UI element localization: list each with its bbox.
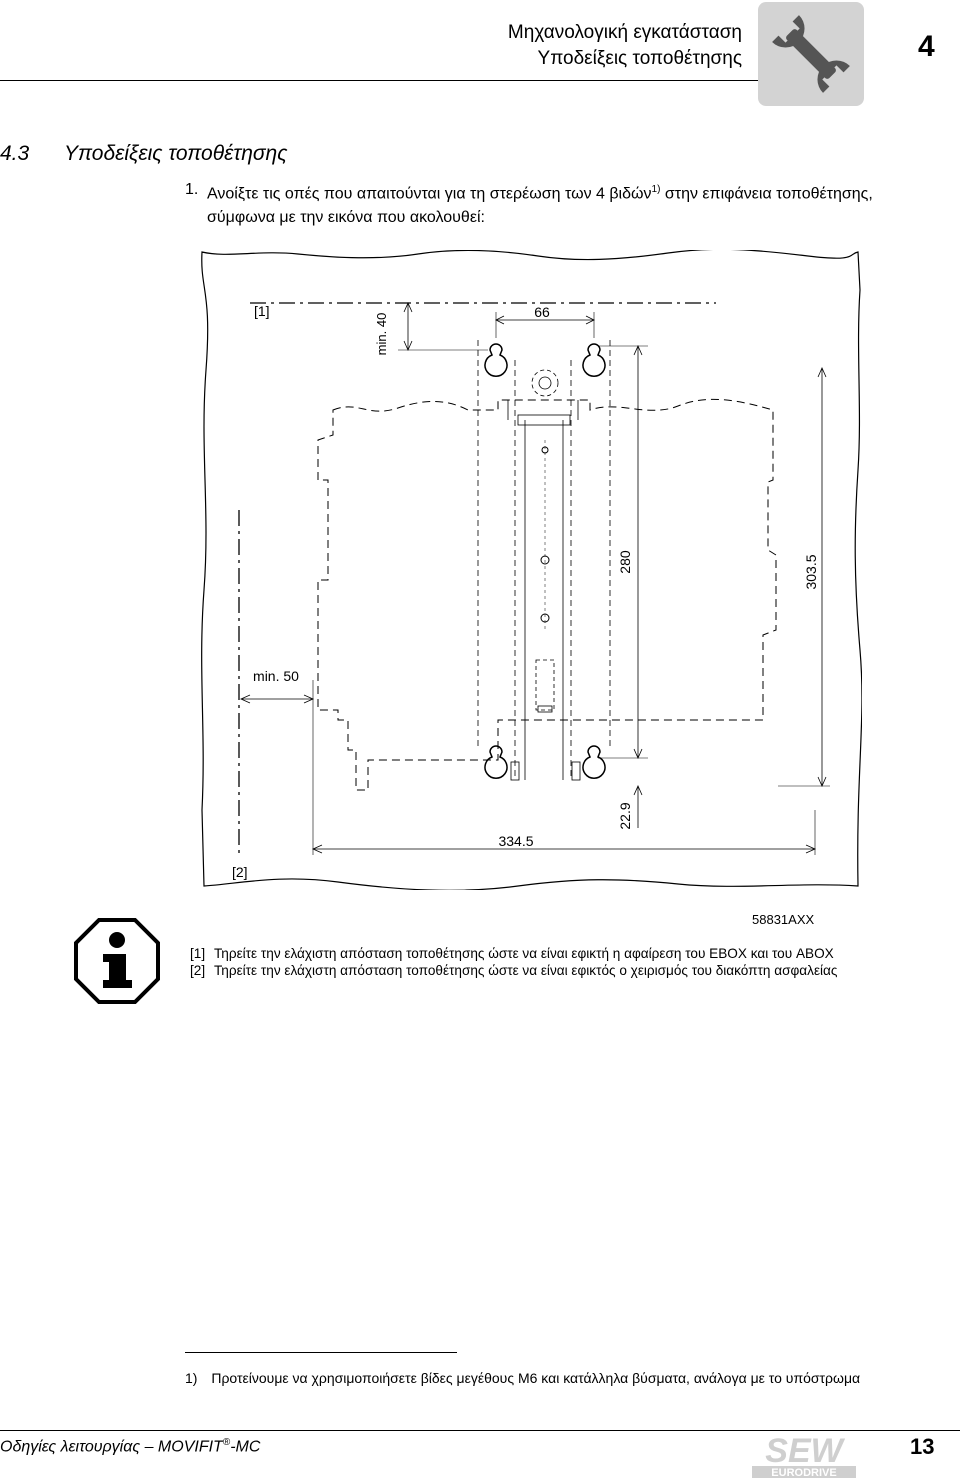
- dim-303-5: 303.5: [803, 554, 819, 589]
- mounting-diagram: min. 40 66 280 303.5 min. 50 334.5 22.9 …: [201, 250, 862, 890]
- footnote-ref[interactable]: 1): [651, 184, 661, 195]
- note-item: [2] Τηρείτε την ελάχιστη απόσταση τοποθέτ…: [190, 963, 837, 978]
- document-title: Οδηγίες λειτουργίας – MOVIFIT®-MC: [0, 1437, 260, 1456]
- svg-text:SEW: SEW: [765, 1432, 845, 1470]
- footer-rule: [0, 1430, 960, 1431]
- section-heading: 4.3 Υποδείξεις τοποθέτησης: [0, 142, 287, 166]
- doc-title-text: Οδηγίες λειτουργίας – MOVIFIT: [0, 1438, 223, 1456]
- note-text: Τηρείτε την ελάχιστη απόσταση τοποθέτηση…: [214, 963, 838, 978]
- registered-mark: ®: [222, 1437, 231, 1448]
- step-text-cont: στην επιφάνεια τοποθέτησης, σύμφωνα με τ…: [207, 185, 873, 227]
- dim-22-9: 22.9: [617, 802, 633, 829]
- page-number: 13: [910, 1434, 935, 1459]
- dim-280: 280: [617, 550, 633, 574]
- svg-text:EURODRIVE: EURODRIVE: [771, 1467, 836, 1479]
- step-text: Ανοίξτε τις οπές που απαιτούνται για τη …: [207, 185, 652, 203]
- footnote-marker: 1): [185, 1370, 198, 1386]
- section-title: Υποδείξεις τοποθέτησης: [64, 142, 288, 165]
- doc-title-suffix: -MC: [230, 1438, 261, 1456]
- dim-min40: min. 40: [374, 313, 389, 356]
- chapter-title: Μηχανολογική εγκατάσταση: [507, 22, 742, 43]
- note-item: [1] Τηρείτε την ελάχιστη απόσταση τοποθέτ…: [190, 946, 834, 961]
- chapter-number: 4: [918, 30, 935, 63]
- footnote-rule: [185, 1352, 457, 1353]
- callout-label-2: [2]: [232, 864, 248, 880]
- note-label: [1]: [190, 946, 206, 961]
- step-paragraph: 1. Ανοίξτε τις οπές που απαιτούνται για …: [185, 178, 885, 230]
- chapter-icon-box: [758, 2, 864, 106]
- section-number: 4.3: [0, 142, 30, 165]
- step-number: 1.: [185, 181, 199, 198]
- info-icon: [74, 918, 160, 1004]
- dim-334-5: 334.5: [498, 833, 533, 849]
- callout-label-1: [1]: [254, 303, 270, 319]
- dim-min50: min. 50: [253, 668, 299, 684]
- figure-id: 58831AXX: [752, 912, 815, 927]
- dim-66: 66: [534, 304, 550, 320]
- header-rule: [0, 80, 758, 81]
- note-text: Τηρείτε την ελάχιστη απόσταση τοποθέτηση…: [214, 946, 834, 961]
- sew-eurodrive-logo: SEW EURODRIVE: [752, 1432, 856, 1479]
- wrench-icon: [772, 15, 850, 93]
- section-running-title: Υποδείξεις τοποθέτησης: [537, 48, 742, 69]
- surface-border: [201, 250, 862, 890]
- footnote: 1) Προτείνουμε να χρησιμοποιήσετε βίδες …: [185, 1370, 860, 1386]
- footnote-text: Προτείνουμε να χρησιμοποιήσετε βίδες μεγ…: [211, 1370, 861, 1386]
- note-label: [2]: [190, 963, 206, 978]
